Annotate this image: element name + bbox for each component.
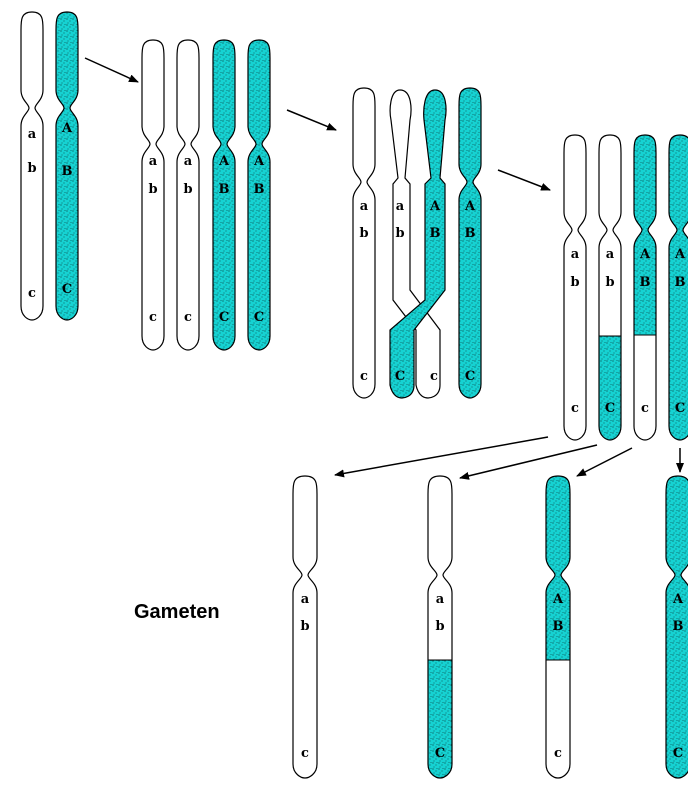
gene-label: B	[430, 226, 441, 241]
gamete-paternal: AB C	[654, 474, 688, 781]
arrow-to-gamete-3	[577, 448, 632, 476]
gene-label: c	[360, 369, 368, 384]
stage4-recombinant-abC: abC	[588, 133, 632, 444]
gene-label: C	[219, 310, 229, 325]
gene-label: A	[464, 199, 476, 214]
gene-label: C	[465, 369, 475, 384]
stage1-paternal: A B C	[45, 10, 89, 330]
gene-label: a	[571, 247, 580, 262]
gene-label: a	[396, 199, 405, 214]
gene-label: B	[465, 226, 476, 241]
gene-label: A	[218, 154, 230, 169]
stage2-maternal-1: ab c	[131, 38, 175, 360]
gene-label: B	[640, 275, 651, 290]
chromosome-fill-upper	[342, 86, 386, 408]
gene-label: B	[219, 182, 230, 197]
gene-label: b	[570, 275, 579, 290]
gamete-recombinant-ABc: ABc	[534, 474, 582, 781]
gene-label: A	[674, 247, 686, 262]
chromosome-fill-upper	[448, 86, 492, 408]
chromosome-fill-lower	[623, 335, 667, 444]
gene-label: A	[552, 592, 564, 607]
gene-label: b	[395, 226, 404, 241]
stage1-maternal: a b c	[10, 10, 54, 330]
gene-label: B	[553, 619, 564, 634]
gene-label: a	[360, 199, 369, 214]
gene-label: A	[672, 592, 684, 607]
arrow-stage2-to-3	[287, 110, 336, 130]
stage4-paternal: AB C	[658, 133, 688, 450]
chromosome-fill-lower	[588, 336, 632, 444]
arrow-stage3-to-4	[498, 170, 550, 190]
stage2-paternal-1: AB C	[202, 38, 246, 360]
gene-label: C	[62, 282, 72, 297]
chromosome-fill-upper	[588, 133, 632, 336]
gene-label: b	[27, 161, 36, 176]
gene-label: b	[605, 275, 614, 290]
gene-label: c	[641, 401, 649, 416]
gene-label: C	[395, 369, 405, 384]
gene-label: A	[253, 154, 265, 169]
arrow-to-gamete-1	[335, 437, 548, 475]
gene-label: c	[28, 286, 36, 301]
gene-label: c	[554, 746, 562, 761]
gametes-label: Gameten	[134, 601, 220, 624]
gene-label: A	[61, 121, 73, 136]
stage2-paternal-2: AB C	[237, 38, 281, 360]
gene-label: A	[429, 199, 441, 214]
gene-label: a	[184, 154, 193, 169]
gene-label: a	[436, 592, 445, 607]
gene-label: C	[254, 310, 264, 325]
gene-label: c	[430, 369, 438, 384]
gene-label: B	[675, 275, 686, 290]
gene-label: b	[148, 182, 157, 197]
gene-label: B	[62, 164, 73, 179]
gamete-recombinant-abC: abC	[416, 474, 464, 781]
gene-label: b	[435, 619, 444, 634]
chromosome-fill-lower	[534, 660, 582, 781]
gene-label: a	[606, 247, 615, 262]
gamete-maternal: ab c	[281, 474, 329, 781]
gene-label: c	[571, 401, 579, 416]
gene-label: b	[183, 182, 192, 197]
gene-label: a	[149, 154, 158, 169]
gene-label: c	[301, 746, 309, 761]
gene-label: A	[639, 247, 651, 262]
gene-label: C	[605, 401, 615, 416]
gene-label: C	[673, 746, 683, 761]
stage3-paternal: AB C	[448, 86, 492, 408]
stage2-maternal-2: ab c	[166, 38, 210, 360]
stage4-recombinant-ABc: ABc	[623, 133, 667, 444]
gene-label: c	[149, 310, 157, 325]
gene-label: B	[254, 182, 265, 197]
gene-label: b	[300, 619, 309, 634]
gene-label: B	[673, 619, 684, 634]
arrow-to-gamete-2	[460, 445, 597, 478]
gene-label: c	[184, 310, 192, 325]
chromosome-fill-upper	[623, 133, 667, 335]
stage3-maternal: ab c	[342, 86, 386, 408]
chromosome-fill-lower	[416, 660, 464, 781]
arrow-stage1-to-2	[85, 58, 138, 82]
gene-label: C	[675, 401, 685, 416]
stage4-maternal: ab c	[553, 133, 597, 450]
gene-label: C	[435, 746, 445, 761]
gene-label: a	[301, 592, 310, 607]
gene-label: a	[28, 127, 37, 142]
gene-label: b	[359, 226, 368, 241]
